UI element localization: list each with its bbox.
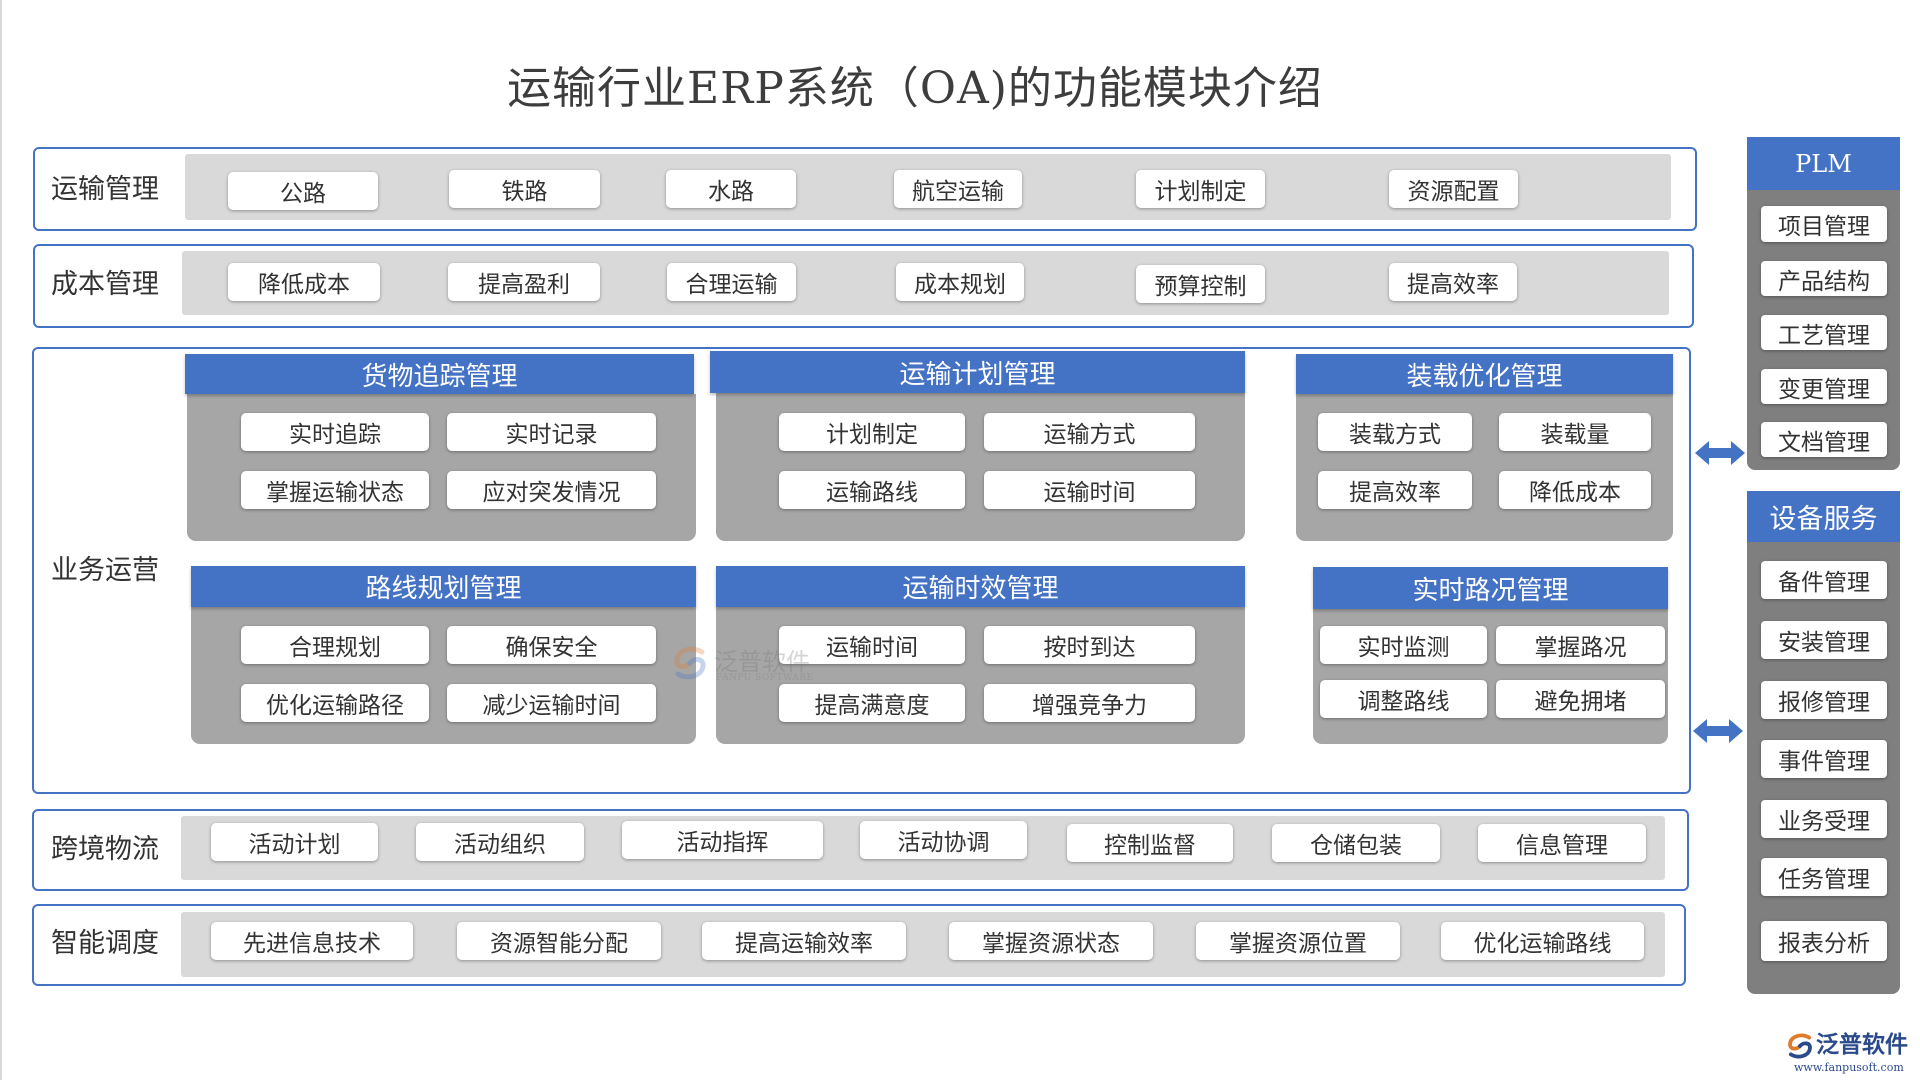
logo-name: 泛普软件 <box>1816 1031 1908 1058</box>
fanpu-logo: 泛普软件 www.fanpusoft.com <box>1786 1030 1914 1076</box>
plm-item: 变更管理 <box>1761 369 1887 404</box>
business-ops-label: 业务运营 <box>51 555 159 586</box>
equipment-service-item: 安装管理 <box>1761 621 1887 659</box>
cross-border-item: 活动协调 <box>860 821 1027 859</box>
cargo-tracking-item: 实时记录 <box>447 413 656 451</box>
smart-dispatch-item: 掌握资源状态 <box>949 922 1153 960</box>
equipment-service-item: 报修管理 <box>1761 681 1887 719</box>
plm-item: 工艺管理 <box>1761 315 1887 350</box>
logo-url: www.fanpusoft.com <box>1794 1061 1904 1074</box>
load-optimization-item: 提高效率 <box>1318 471 1472 509</box>
cost-mgmt-label: 成本管理 <box>51 269 159 300</box>
transport-mgmt-item: 资源配置 <box>1389 170 1518 208</box>
cargo-tracking-item: 实时追踪 <box>241 413 429 451</box>
live-traffic-item: 避免拥堵 <box>1496 680 1665 718</box>
smart-dispatch-item: 掌握资源位置 <box>1196 922 1400 960</box>
equipment-service-panel-title: 设备服务 <box>1747 491 1900 542</box>
cost-mgmt-item: 合理运输 <box>667 263 796 301</box>
cost-mgmt-item: 提高效率 <box>1389 263 1517 301</box>
transport-plan-item: 计划制定 <box>779 413 965 451</box>
equipment-service-item: 备件管理 <box>1761 561 1887 599</box>
live-traffic-item: 调整路线 <box>1320 680 1487 718</box>
smart-dispatch-item: 先进信息技术 <box>211 922 413 960</box>
transport-timeliness-item: 运输时间 <box>779 626 965 664</box>
transport-plan-item: 运输路线 <box>779 471 965 509</box>
fanpu-logo-icon <box>1788 1033 1812 1059</box>
double-arrow-icon <box>1695 441 1745 465</box>
route-planning-card-title: 路线规划管理 <box>191 566 696 607</box>
smart-dispatch-item: 优化运输路线 <box>1441 922 1644 960</box>
smart-dispatch-item: 资源智能分配 <box>457 922 661 960</box>
live-traffic-item: 实时监测 <box>1320 626 1487 664</box>
double-arrow-icon <box>1693 719 1743 743</box>
cross-border-item: 活动计划 <box>211 823 378 861</box>
load-optimization-item: 降低成本 <box>1499 471 1651 509</box>
cross-border-item: 仓储包装 <box>1272 824 1440 862</box>
transport-mgmt-item: 公路 <box>228 172 378 210</box>
live-traffic-item: 掌握路况 <box>1496 626 1665 664</box>
cost-mgmt-item: 提高盈利 <box>448 263 600 301</box>
route-planning-item: 优化运输路径 <box>241 684 429 722</box>
load-optimization-item: 装载方式 <box>1318 413 1472 451</box>
transport-mgmt-item: 航空运输 <box>894 170 1022 208</box>
page-edge-line <box>0 0 2 1080</box>
cost-mgmt-item: 预算控制 <box>1136 265 1265 303</box>
transport-mgmt-item: 水路 <box>666 170 796 208</box>
plm-item: 项目管理 <box>1761 206 1887 242</box>
transport-timeliness-item: 提高满意度 <box>779 684 965 722</box>
cross-border-item: 活动组织 <box>416 823 584 861</box>
live-traffic-card-title: 实时路况管理 <box>1313 567 1668 609</box>
cost-mgmt-item: 降低成本 <box>228 263 380 301</box>
cargo-tracking-card-title: 货物追踪管理 <box>185 354 694 394</box>
smart-dispatch-bar <box>181 912 1665 977</box>
cross-border-label: 跨境物流 <box>51 834 159 865</box>
transport-mgmt-item: 铁路 <box>449 170 600 208</box>
cargo-tracking-item: 掌握运输状态 <box>241 471 429 509</box>
cross-border-item: 信息管理 <box>1478 824 1646 862</box>
transport-plan-item: 运输时间 <box>984 471 1195 509</box>
transport-plan-item: 运输方式 <box>984 413 1195 451</box>
transport-plan-card-title: 运输计划管理 <box>710 351 1245 393</box>
route-planning-item: 减少运输时间 <box>447 684 656 722</box>
transport-mgmt-item: 计划制定 <box>1136 170 1265 208</box>
transport-mgmt-label: 运输管理 <box>51 174 159 205</box>
equipment-service-item: 任务管理 <box>1761 858 1887 896</box>
transport-timeliness-card-title: 运输时效管理 <box>716 566 1245 607</box>
equipment-service-item: 报表分析 <box>1761 921 1887 961</box>
plm-panel-title: PLM <box>1747 137 1900 190</box>
equipment-service-item: 事件管理 <box>1761 740 1887 778</box>
load-optimization-card-title: 装载优化管理 <box>1296 354 1673 394</box>
cross-border-item: 控制监督 <box>1067 824 1233 862</box>
equipment-service-item: 业务受理 <box>1761 800 1887 838</box>
transport-timeliness-item: 按时到达 <box>984 626 1195 664</box>
cross-border-item: 活动指挥 <box>622 821 823 859</box>
page-title: 运输行业ERP系统（OA)的功能模块介绍 <box>507 63 1323 114</box>
smart-dispatch-item: 提高运输效率 <box>702 922 906 960</box>
cost-mgmt-item: 成本规划 <box>896 263 1024 301</box>
transport-timeliness-item: 增强竞争力 <box>984 684 1195 722</box>
route-planning-item: 确保安全 <box>447 626 656 664</box>
plm-item: 产品结构 <box>1761 261 1887 296</box>
route-planning-item: 合理规划 <box>241 626 429 664</box>
smart-dispatch-label: 智能调度 <box>51 928 159 959</box>
cargo-tracking-item: 应对突发情况 <box>447 471 656 509</box>
load-optimization-item: 装载量 <box>1499 413 1651 451</box>
plm-item: 文档管理 <box>1761 422 1887 457</box>
